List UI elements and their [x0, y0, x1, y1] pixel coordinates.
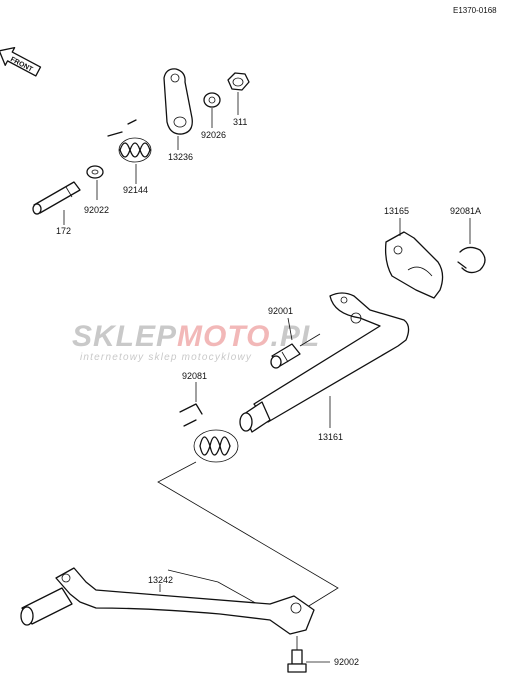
label-13242: 13242 — [148, 575, 173, 585]
label-13236: 13236 — [168, 152, 193, 162]
washer-92026 — [203, 92, 221, 128]
washer-92022 — [86, 165, 104, 200]
nut-311 — [227, 72, 250, 115]
label-92144: 92144 — [123, 185, 148, 195]
front-arrow-icon: FRONT — [0, 46, 42, 77]
spring-92144 — [107, 119, 152, 184]
bolt-92002 — [287, 636, 330, 673]
label-92001: 92001 — [268, 306, 293, 316]
assembly-reference-line — [157, 461, 339, 621]
circlip-92081A — [457, 218, 486, 274]
pedal-13242 — [20, 567, 315, 635]
watermark-brand: SKLEPMOTO.PL — [72, 320, 320, 353]
part-labels: 311 92026 13236 92144 92022 172 13165 92… — [56, 117, 481, 667]
label-92022: 92022 — [84, 205, 109, 215]
label-92081: 92081 — [182, 371, 207, 381]
spring-92081 — [179, 382, 239, 463]
watermark: SKLEPMOTO.PL internetowy sklep motocyklo… — [72, 320, 320, 363]
pin-172 — [32, 181, 81, 225]
diagram-code: E1370-0168 — [453, 6, 497, 15]
lever-13236 — [163, 68, 193, 150]
watermark-tagline: internetowy sklep motocyklowy — [80, 352, 252, 363]
shaft-13161 — [239, 292, 410, 433]
label-92002: 92002 — [334, 657, 359, 667]
label-92026: 92026 — [201, 130, 226, 140]
label-311: 311 — [233, 117, 247, 127]
label-92081A: 92081A — [450, 206, 481, 216]
label-13165: 13165 — [384, 206, 409, 216]
label-172: 172 — [56, 226, 71, 236]
plate-13165 — [384, 218, 444, 299]
bolt-92001 — [270, 317, 321, 369]
label-13161: 13161 — [318, 432, 343, 442]
